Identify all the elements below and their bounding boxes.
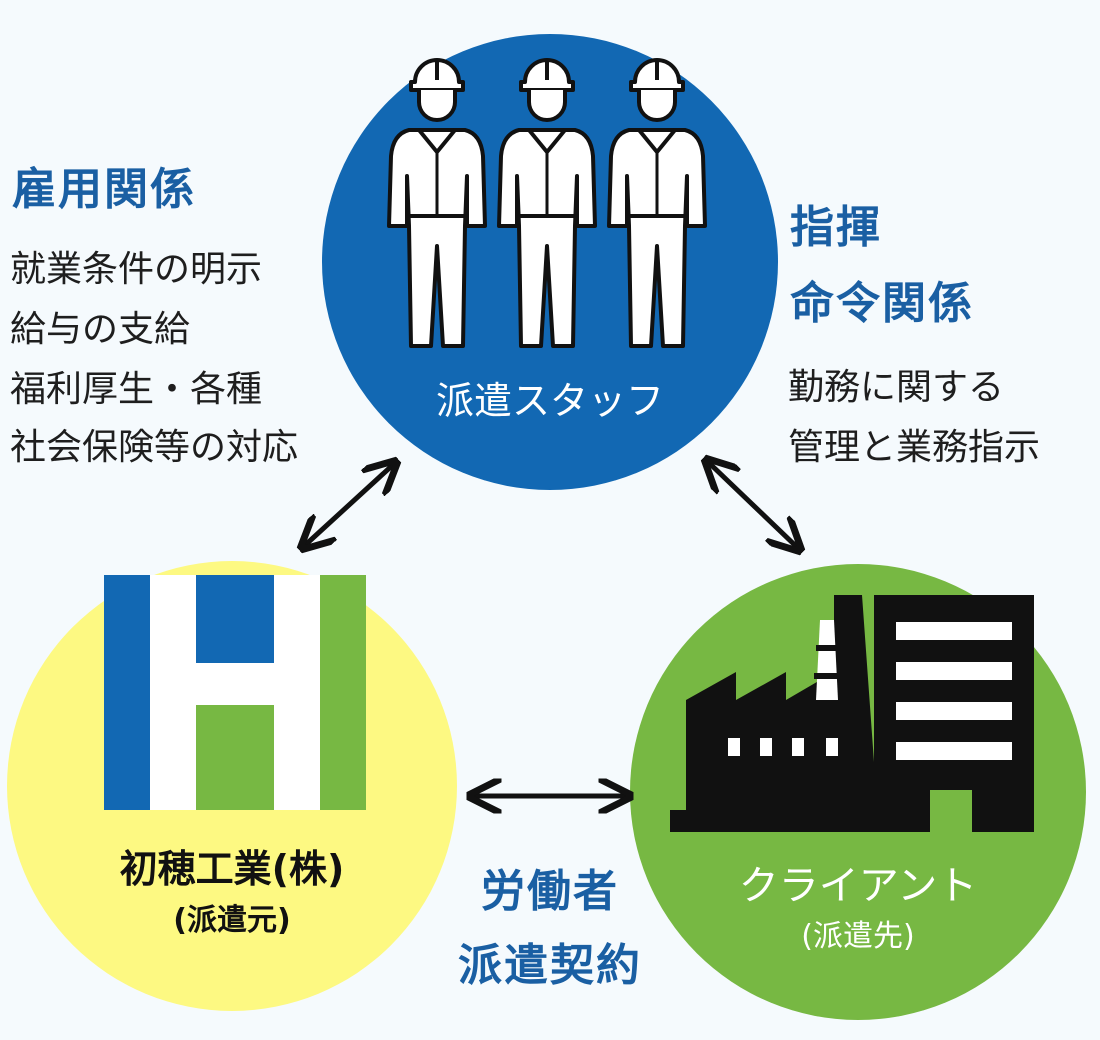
client-name: クライアント — [738, 863, 978, 909]
command-heading: 指揮 — [790, 202, 882, 253]
command-line: 管理と業務指示 — [788, 427, 1041, 468]
employment-arrow — [302, 462, 396, 548]
employment-line: 福利厚生・各種 — [10, 369, 263, 410]
contract-heading: 労働者 — [481, 866, 619, 917]
command-heading: 命令関係 — [790, 278, 974, 329]
client-role: (派遣先) — [801, 919, 915, 954]
employment-line: 社会保険等の対応 — [10, 427, 299, 468]
dispatcher-role: (派遣元) — [173, 903, 291, 938]
command-line: 勤務に関する — [788, 367, 1005, 408]
employment-line: 給与の支給 — [10, 309, 191, 350]
staff-label: 派遣スタッフ — [435, 379, 664, 423]
company-logo-icon — [104, 575, 366, 810]
factory-icon — [670, 595, 1034, 832]
contract-heading: 派遣契約 — [458, 940, 642, 991]
employment-line: 就業条件の明示 — [10, 249, 263, 290]
dispatcher-name: 初穂工業(株) — [119, 847, 345, 891]
command-arrow — [706, 460, 800, 550]
employment-heading: 雇用関係 — [12, 164, 196, 215]
